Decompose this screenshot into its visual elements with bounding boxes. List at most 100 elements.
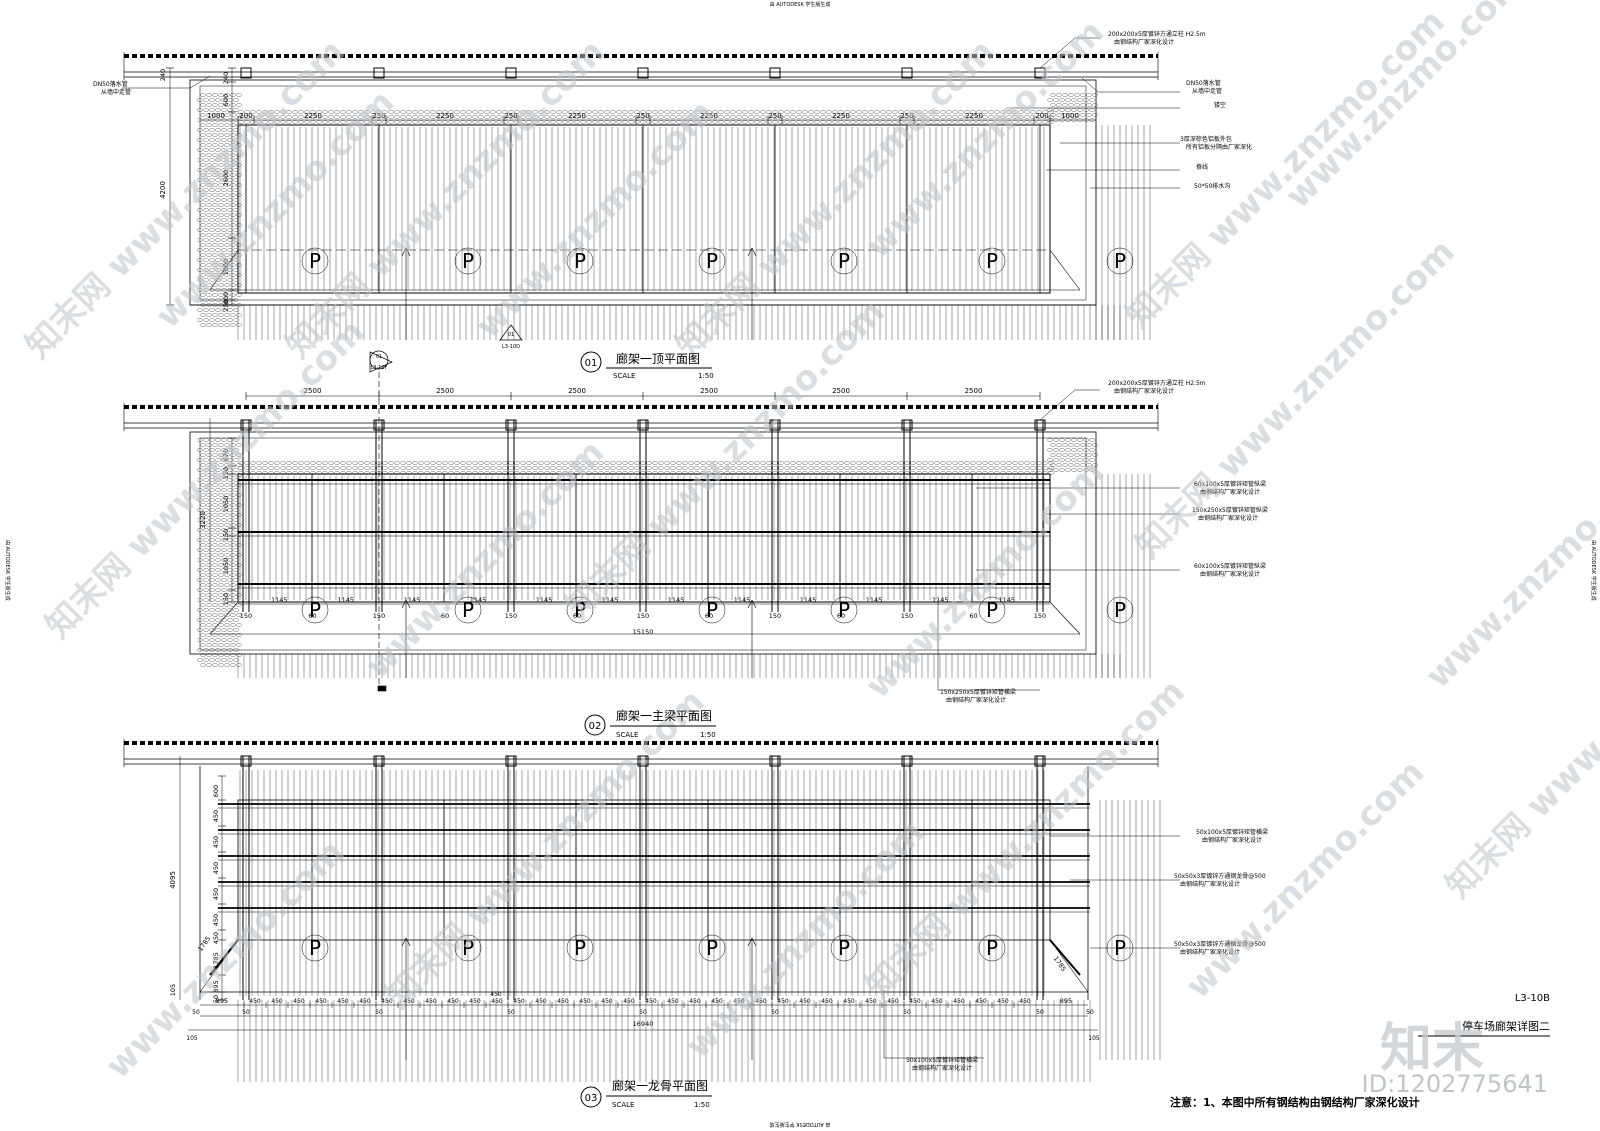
autodesk-stamp-top: 由 AUTODESK 学生版生成 [770, 1, 831, 8]
plan3-dim-span-3: 450 [315, 998, 327, 1005]
plan3-dim-span-26: 450 [821, 998, 833, 1005]
plan2-section-num: 01 [376, 354, 382, 360]
plan1-dim-total-height: 4200 [159, 181, 167, 199]
plan3-dim-span-24: 450 [777, 998, 789, 1005]
plan2-dim-total-height: 3220 [199, 511, 207, 529]
plan1-column-4 [769, 67, 781, 79]
plan3-dim-span-2: 450 [293, 998, 305, 1005]
plan2-dim-top-4: 2500 [832, 387, 850, 395]
plan2-parking-4-ring [830, 596, 858, 624]
plan3-dim-small-6: 50 [1036, 1009, 1044, 1016]
plan1-column-1 [373, 67, 385, 79]
plan1-dim-left-outer: 1000 [207, 112, 225, 120]
plan2-scale-label: SCALE [616, 731, 638, 739]
plan2-dim-span-0b: 1145 [337, 596, 354, 604]
plan1-parking-0: P [309, 249, 321, 273]
plan3-dim-edge-left: 105 [169, 984, 177, 996]
plan3-parking-4: P [838, 936, 850, 960]
plan1-dim-vert-5: 250 [222, 299, 230, 311]
plan2-title-block: 02 廊架一主梁平面图 SCALE 1:50 [584, 708, 716, 739]
plan2-callout-0-line1: 200x200x5厚镀锌方通立柱 H2.5m [1108, 379, 1206, 387]
plan3-dim-span-34: 450 [997, 998, 1009, 1005]
sheet-code: L3-10B [1515, 993, 1550, 1004]
watermark-11: www.znzmo.com [858, 452, 1112, 706]
plan2-dim-top-3: 2500 [700, 387, 718, 395]
sheet-title: 停车场廊架详图二 [1462, 1019, 1550, 1033]
plan3-dim-span-23: 450 [755, 998, 767, 1005]
plan1-callout-0-line2: 由钢结构厂家深化设计 [1114, 38, 1174, 46]
plan2-parking-1-ring [454, 596, 482, 624]
plan3-dim-total: 16940 [633, 1020, 654, 1028]
plan2-dim-vert-4: 1050 [222, 558, 230, 575]
plan3-dim-bottom-right: 895 [1060, 997, 1072, 1005]
plan3-parking-5: P [986, 936, 998, 960]
plan1-dim-top-10: 250 [900, 112, 913, 120]
plan1-left-note-1: DN50落水管 [93, 80, 128, 88]
plan1-column-3 [637, 67, 649, 79]
plan2-dim-top-2: 2500 [568, 387, 586, 395]
plan3-column-3 [637, 755, 649, 767]
plan3-dim-span-35: 450 [1019, 998, 1031, 1005]
brand-logo: 知末 [1380, 1019, 1484, 1079]
plan3-dim-vert-6: 450 [212, 932, 220, 944]
plan3-dim-vert-8: 895 [212, 980, 220, 992]
plan2-dim-span-2b: 1145 [602, 596, 619, 604]
plan1-title: 廊架一顶平面图 [616, 351, 700, 366]
plan2-dim-span-4a: 1145 [800, 596, 817, 604]
plan3-dim-span-19: 450 [667, 998, 679, 1005]
plan1-dim-top-11: 2250 [965, 112, 983, 120]
plan2-dim-span-2a: 1145 [536, 596, 553, 604]
plan3-dim-small-4: 50 [771, 1009, 779, 1016]
plan2-callout-1-line2: 由钢结构厂家深化设计 [1200, 488, 1260, 496]
plan1-dim-top-9: 2250 [832, 112, 850, 120]
plan2-callout-2-line2: 由钢结构厂家深化设计 [1198, 514, 1258, 522]
plan1-section-mark-sheet: L3-10D [502, 344, 520, 350]
plan1-dim-top-1: 2250 [304, 112, 322, 120]
plan2-dim-small-60-3: 60 [705, 612, 713, 620]
plan2-title: 廊架一主梁平面图 [616, 708, 712, 723]
plan2-dim-small-150-3: 150 [637, 612, 649, 620]
plan3-parking-1: P [462, 936, 474, 960]
plan3-title-block: 03 廊架一龙骨平面图 SCALE 1:50 [580, 1078, 712, 1109]
plan1-parking-6-ring [1106, 247, 1134, 275]
plan2-column-4 [769, 419, 781, 431]
plan3-dim-vert-9: 50 [212, 995, 220, 1003]
plan1-dim-right-outer: 1000 [1061, 112, 1079, 120]
plan2-dim-span-3a: 1145 [668, 596, 685, 604]
plan1-dim-top-5: 2250 [568, 112, 586, 120]
plan3-parking-0: P [309, 936, 321, 960]
plan3-callout-1-line1: 50x50x3厚镀锌方通钢龙骨@500 [1174, 872, 1266, 880]
plan2-callout-3-line1: 60x100x5厚镀锌矩管纵梁 [1194, 562, 1266, 570]
plan2-column-0 [240, 419, 252, 431]
plan3-scale-label: SCALE [612, 1101, 634, 1109]
plan3-column-1 [373, 755, 385, 767]
plan3-dim-vert-1: 450 [212, 810, 220, 822]
plan3-dim-bottom-left: 895 [216, 997, 228, 1005]
plan3-dim-span-10: 450 [469, 998, 481, 1005]
plan3-dim-span-18: 450 [645, 998, 657, 1005]
plan2-dim-vert-5: 150 [222, 593, 230, 605]
plan1-callout-3-line2: 所有铝板分隔由厂家深化 [1186, 143, 1252, 151]
plan3-callout-1-line2: 由钢结构厂家深化设计 [1180, 880, 1240, 888]
plan3-dim-span-1: 450 [271, 998, 283, 1005]
plan3-dim-span-extra: 450 [490, 991, 502, 998]
plan3-callout-2-line2: 由钢结构厂家深化设计 [1180, 948, 1240, 956]
plan2-dim-small-150-2: 150 [505, 612, 517, 620]
plan3-dim-span-29: 450 [887, 998, 899, 1005]
autodesk-stamp-bottom: 由 AUTODESK 学生版生成 [770, 1121, 831, 1128]
plan3-dim-span-31: 450 [931, 998, 943, 1005]
plan2-callout-4-line2: 由钢结构厂家深化设计 [946, 696, 1006, 704]
plan1-callout-3-line1: 3厚深棕色铝板外包 [1180, 135, 1232, 143]
plan2-dim-span-5a: 1145 [932, 596, 949, 604]
plan3-callout-3-line1: 50x100x5厚镀锌矩管横梁 [906, 1056, 978, 1064]
autodesk-stamp-right: 由 AUTODESK 学生版生成 [1590, 540, 1597, 601]
plan2-section-circle [369, 350, 389, 370]
plan2-dim-span-1a: 1145 [404, 596, 421, 604]
plan3-dim-vert-0: 600 [212, 785, 220, 797]
plan1-callout-1-line2: 从墙中走管 [1192, 87, 1222, 95]
plan1-parking-1-ring [454, 247, 482, 275]
plan3-dim-vert-3: 450 [212, 862, 220, 874]
plan3-dim-span-0: 450 [249, 998, 261, 1005]
